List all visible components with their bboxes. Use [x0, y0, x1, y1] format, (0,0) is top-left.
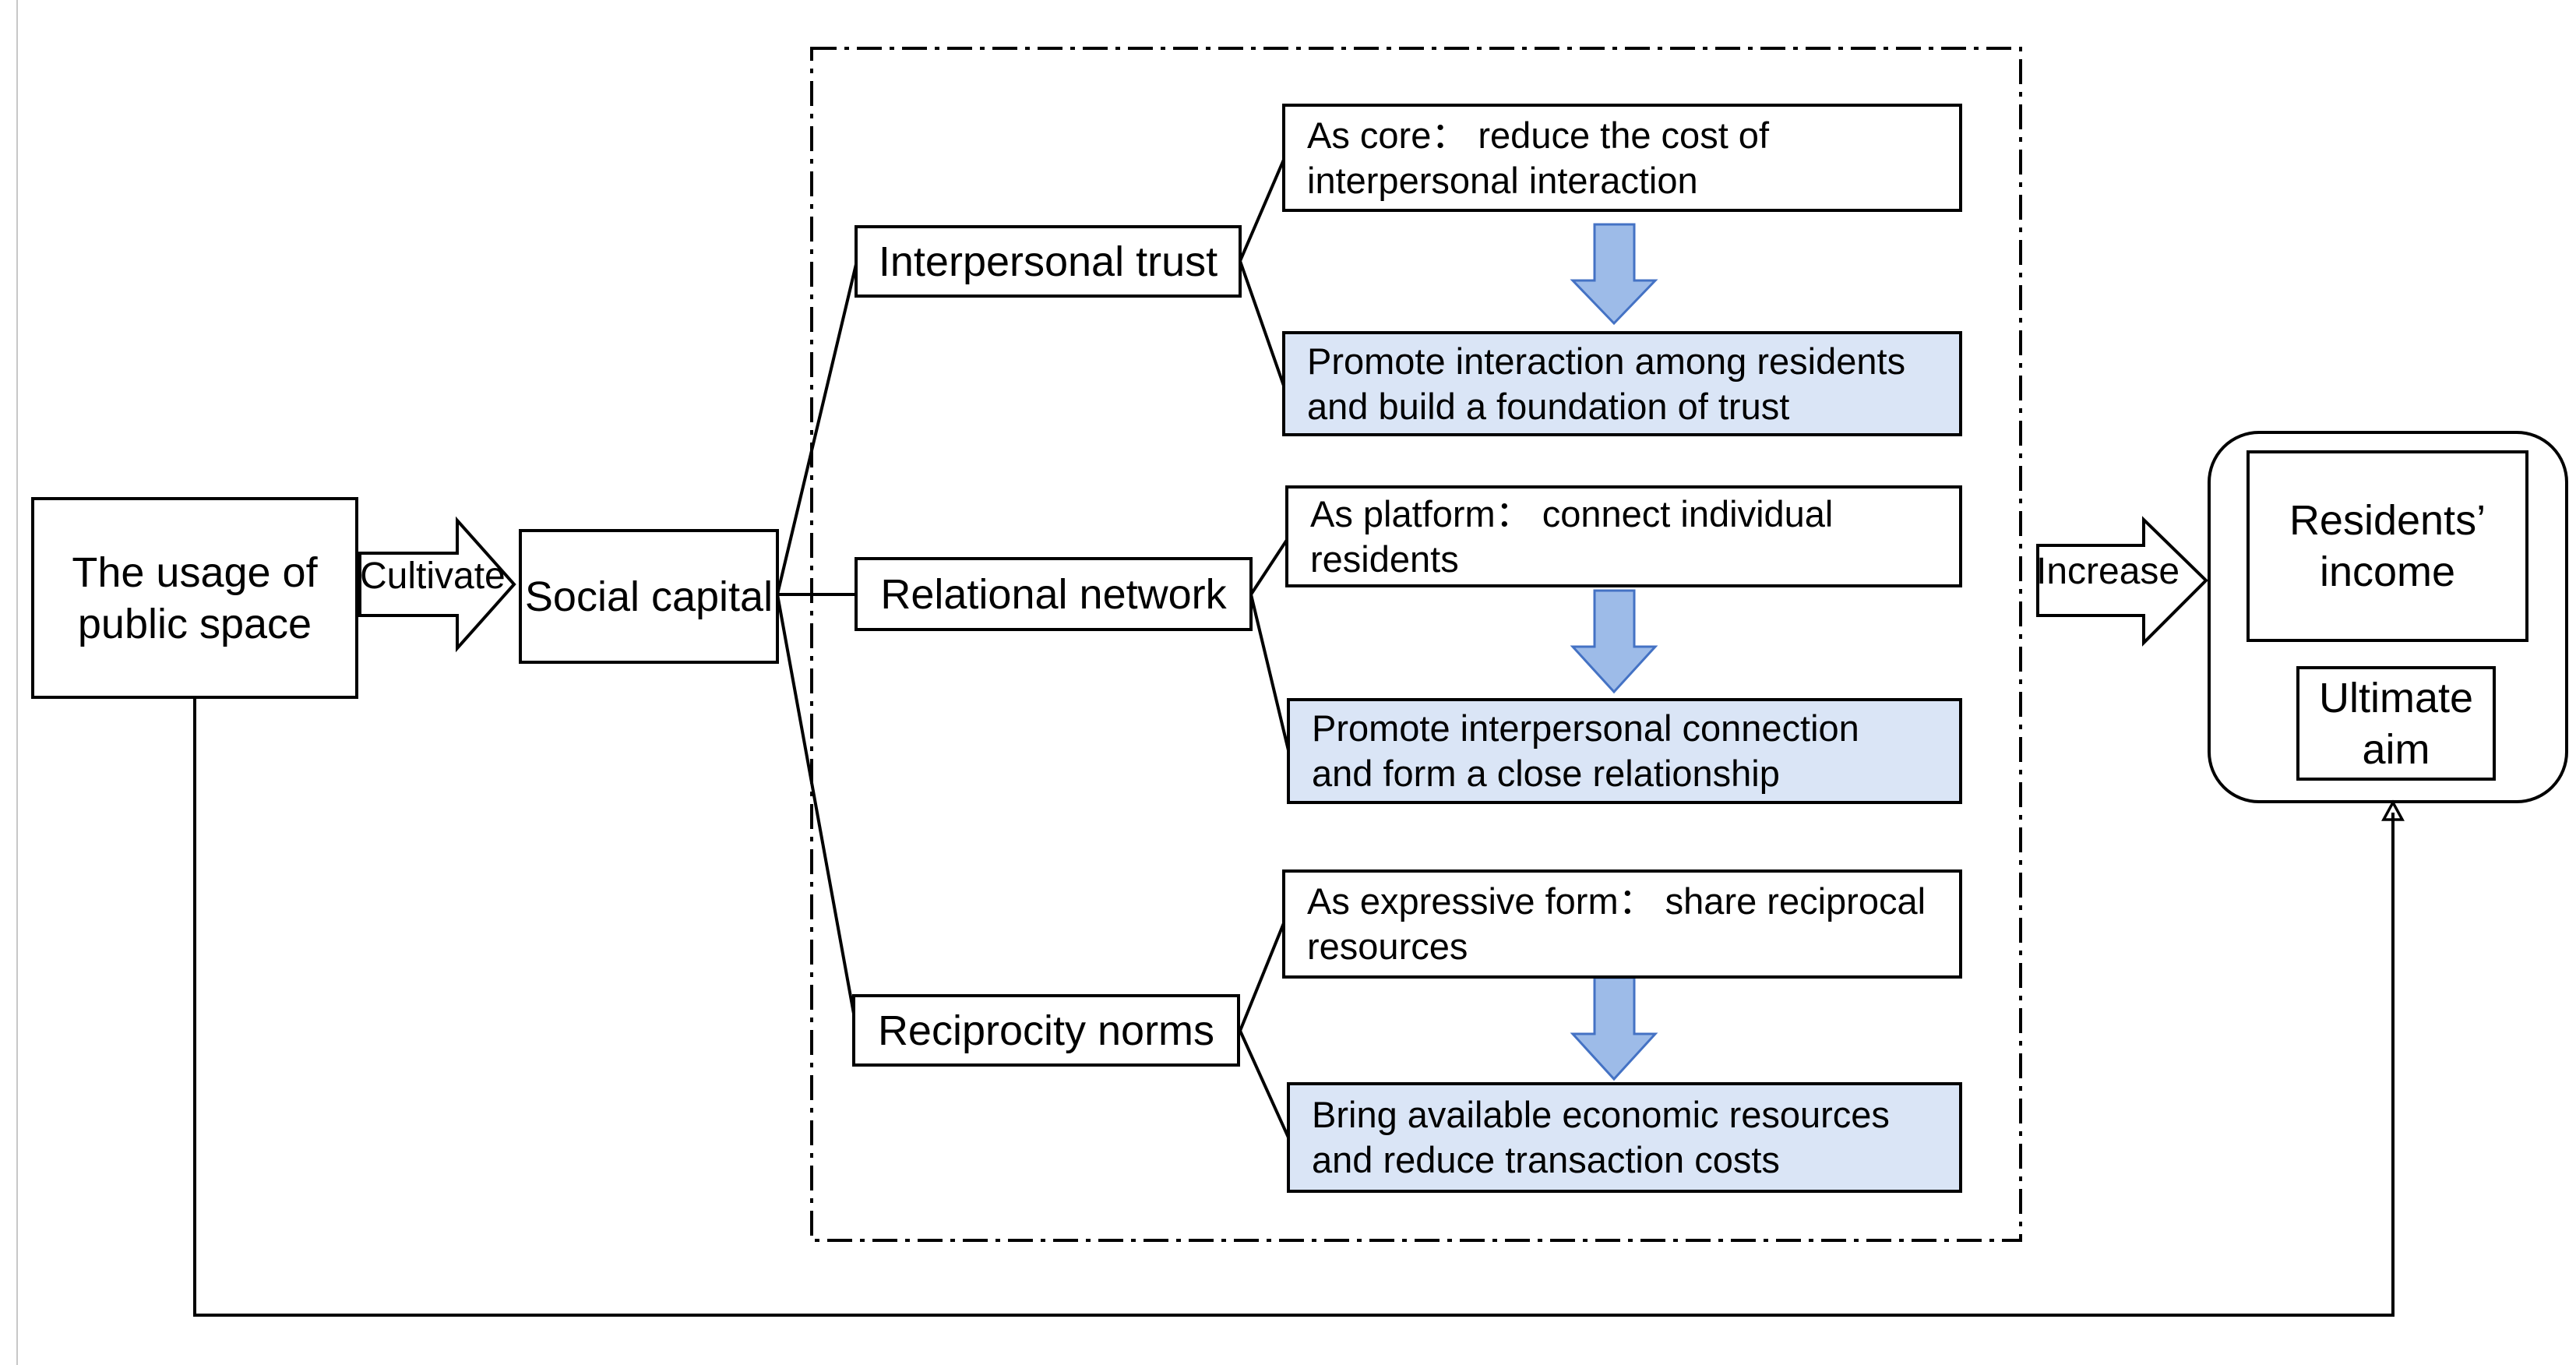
- reciprocity-form-label: As expressive form： share reciprocal res…: [1307, 880, 1926, 967]
- connector-network-to-promote: [1249, 594, 1290, 751]
- feedback-connector: [193, 699, 2395, 1317]
- reciprocity-bring-label: Bring available economic resources and r…: [1312, 1094, 1890, 1180]
- relational-network-box: Relational network: [855, 557, 1253, 631]
- connector-trust-to-core: [1239, 159, 1285, 262]
- interpersonal-trust-label: Interpersonal trust: [878, 238, 1218, 285]
- trust-core-label: As core： reduce the cost of interpersona…: [1307, 114, 1770, 201]
- public-space-label: The usage of public space: [72, 548, 318, 647]
- reciprocity-norms-label: Reciprocity norms: [877, 1007, 1215, 1054]
- down-arrow-icon: [1570, 223, 1658, 326]
- connector-reciprocity-to-form: [1239, 922, 1285, 1032]
- connector-social-to-trust: [776, 260, 858, 595]
- connector-trust-to-promote: [1239, 260, 1285, 386]
- connector-social-to-reciprocity: [776, 594, 858, 1032]
- connector-reciprocity-to-bring: [1239, 1030, 1290, 1138]
- reciprocity-bring-box: Bring available economic resources and r…: [1287, 1082, 1962, 1193]
- connector-network-to-platform: [1249, 536, 1290, 596]
- trust-core-box: As core： reduce the cost of interpersona…: [1282, 104, 1962, 212]
- residents-income-label: Residents’ income: [2289, 497, 2486, 595]
- social-capital-group-frame: [810, 47, 2022, 1242]
- down-arrow-icon: [1570, 589, 1658, 694]
- trust-promote-box: Promote interaction among residents and …: [1282, 331, 1962, 436]
- residents-income-box: Residents’ income: [2247, 450, 2528, 642]
- network-platform-label: As platform： connect individual resident…: [1310, 492, 1834, 580]
- social-capital-label: Social capital: [524, 573, 774, 620]
- increase-arrow-icon: [2036, 516, 2208, 647]
- network-platform-box: As platform： connect individual resident…: [1285, 485, 1962, 587]
- cultivate-label: Cultivate: [360, 556, 506, 597]
- cultivate-arrow-icon: [358, 516, 516, 653]
- trust-promote-label: Promote interaction among residents and …: [1307, 340, 1906, 427]
- down-arrow-icon: [1570, 976, 1658, 1081]
- public-space-box: The usage of public space: [31, 497, 358, 699]
- social-capital-box: Social capital: [519, 529, 779, 664]
- network-promote-label: Promote interpersonal connection and for…: [1312, 707, 1859, 794]
- arrowhead-up-icon: [2381, 799, 2405, 821]
- ultimate-aim-box: Ultimate aim: [2296, 666, 2496, 781]
- ultimate-aim-label: Ultimate aim: [2318, 674, 2474, 773]
- reciprocity-form-box: As expressive form： share reciprocal res…: [1282, 869, 1962, 979]
- network-promote-box: Promote interpersonal connection and for…: [1287, 698, 1962, 804]
- relational-network-label: Relational network: [880, 570, 1227, 618]
- reciprocity-norms-box: Reciprocity norms: [852, 994, 1240, 1067]
- increase-label: Increase: [2036, 551, 2180, 592]
- interpersonal-trust-box: Interpersonal trust: [855, 225, 1242, 298]
